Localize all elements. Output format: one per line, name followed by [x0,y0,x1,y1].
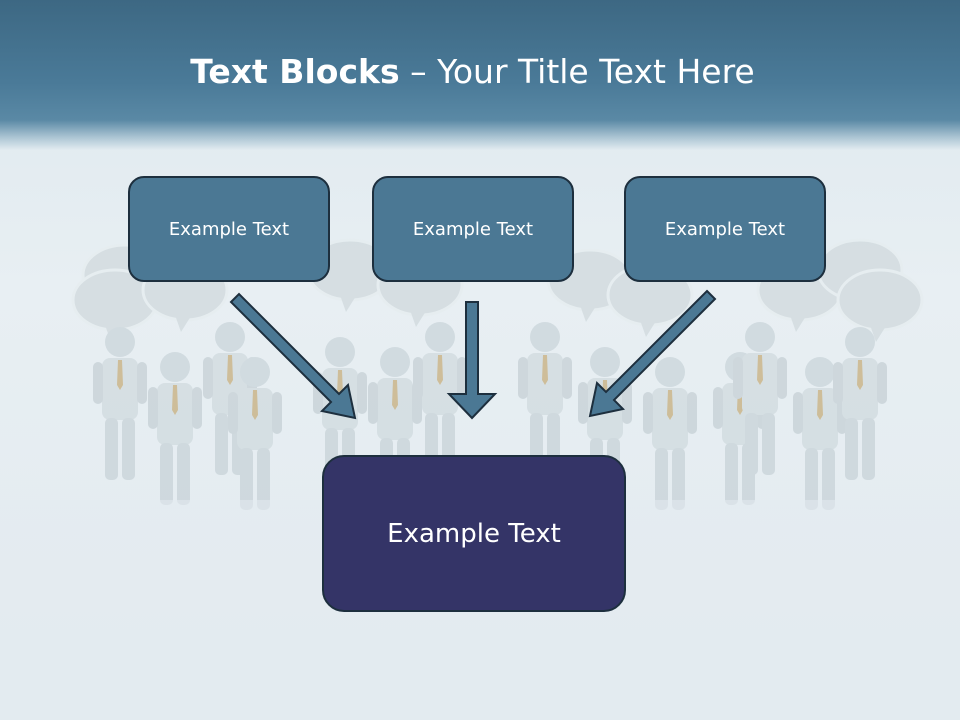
text-block-left[interactable]: Example Text [128,176,330,282]
text-block-bottom-label: Example Text [387,518,561,549]
title-bold: Text Blocks [190,52,400,91]
arrow-right-diagonal [588,289,717,418]
title-dash: – [399,52,438,91]
arrow-left-diagonal [229,292,357,420]
title-bar [0,0,960,150]
text-block-right-label: Example Text [664,218,786,240]
text-block-right[interactable]: Example Text [624,176,826,282]
arrow-center-down [446,301,498,420]
text-block-left-label: Example Text [168,218,290,240]
text-block-center[interactable]: Example Text [372,176,574,282]
text-block-center-label: Example Text [412,218,534,240]
title-rest: Your Title Text Here [437,52,755,91]
slide-title: Text Blocks – Your Title Text Here [0,52,945,91]
text-block-bottom[interactable]: Example Text [322,455,626,612]
